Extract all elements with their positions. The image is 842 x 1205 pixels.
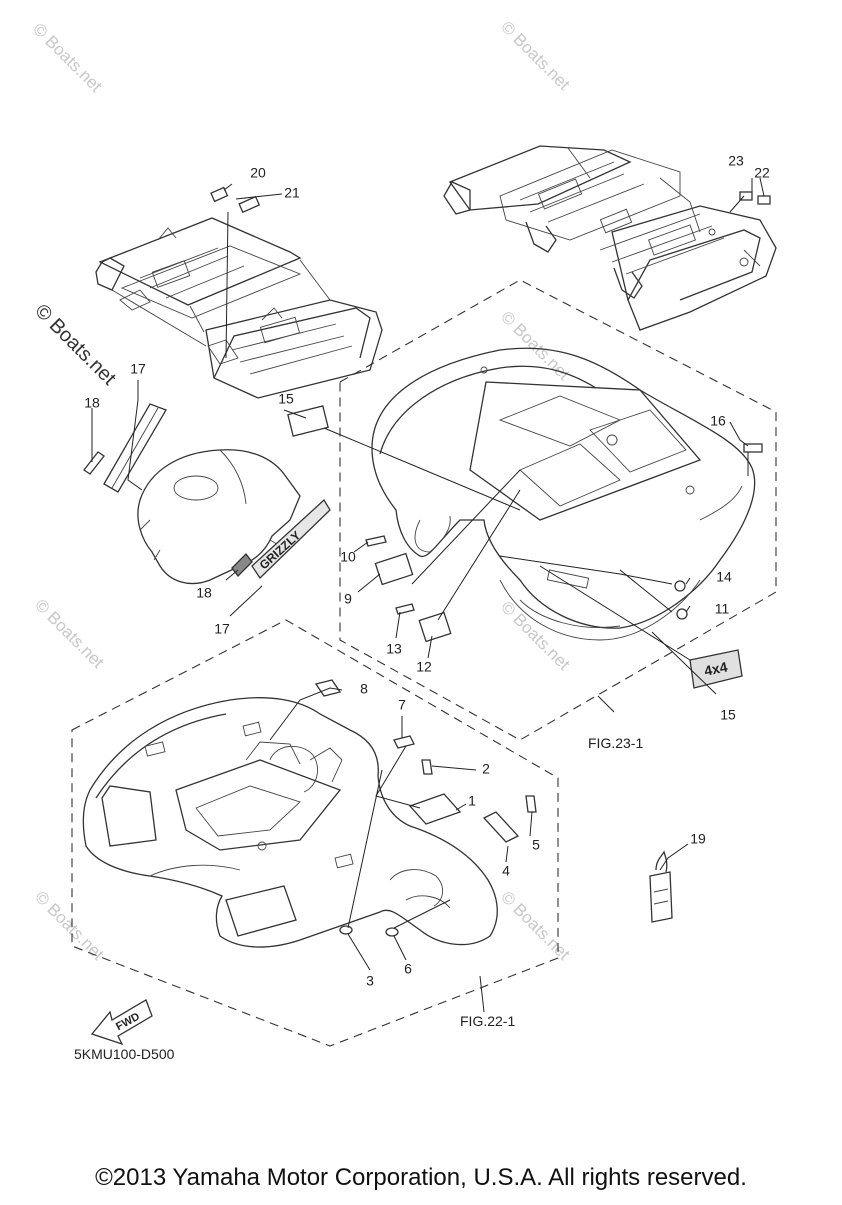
bolt-5 [525, 795, 537, 813]
callout-2: 2 [482, 761, 490, 777]
label-7 [393, 735, 415, 749]
part-16 [743, 443, 763, 453]
callouts: 1 2 3 4 5 6 7 8 9 10 11 12 13 14 15 15 1… [84, 153, 770, 989]
watermark: © Boats.net [497, 597, 574, 674]
callout-18-upper: 18 [84, 395, 100, 411]
part-22 [757, 195, 771, 205]
label-8 [314, 679, 342, 697]
tag-19 [649, 850, 673, 923]
fig-ref-22-1: FIG.22-1 [460, 1013, 515, 1029]
four-by-four-decal-text: 4x4 [703, 658, 729, 679]
label-1 [408, 793, 462, 825]
watermark: © Boats.net [31, 887, 108, 964]
plate-9 [374, 552, 414, 586]
callout-17-lower: 17 [214, 621, 230, 637]
part-20 [210, 186, 229, 203]
bolt-13 [395, 603, 415, 615]
watermark: © Boats.net [497, 17, 574, 94]
callout-8: 8 [360, 681, 368, 697]
part-23 [739, 191, 753, 201]
plate-4 [482, 811, 520, 843]
bolt-10 [365, 535, 387, 547]
grommet-11 [676, 608, 688, 620]
four-by-four-decal: 4x4 [689, 649, 743, 689]
callout-14: 14 [716, 569, 732, 585]
callout-5: 5 [532, 837, 540, 853]
part-21 [238, 195, 261, 214]
washer-6 [385, 927, 399, 937]
leader-lines [91, 177, 765, 1013]
front-carrier-rack [95, 217, 383, 399]
callout-22: 22 [754, 165, 770, 181]
copyright-notice: ©2013 Yamaha Motor Corporation, U.S.A. A… [95, 1164, 747, 1191]
watermark: © Boats.net [497, 887, 574, 964]
callout-1: 1 [468, 793, 476, 809]
callout-7: 7 [398, 697, 406, 713]
callout-17-upper: 17 [130, 361, 146, 377]
bolt-2 [421, 759, 433, 775]
side-stripe-decal [103, 403, 167, 493]
callout-23: 23 [728, 153, 744, 169]
rear-fender [371, 347, 756, 641]
watermark: © Boats.net [31, 595, 108, 672]
side-cover [137, 449, 301, 585]
washer-3 [339, 925, 353, 935]
front-fender [82, 697, 498, 948]
callout-20: 20 [250, 165, 266, 181]
grizzly-decal: GRIZZLY [251, 498, 331, 580]
watermark: © Boats.net [29, 19, 106, 96]
callout-13: 13 [386, 641, 402, 657]
side-emblem [83, 451, 105, 475]
rear-carrier-rack [443, 145, 777, 331]
callout-6: 6 [404, 961, 412, 977]
grommet-14 [674, 580, 686, 592]
callout-10: 10 [340, 549, 356, 565]
callout-3: 3 [366, 973, 374, 989]
callout-16: 16 [710, 413, 726, 429]
plate-12 [418, 611, 452, 643]
fwd-arrow: FWD [90, 999, 153, 1046]
callout-11: 11 [715, 601, 730, 617]
fig-ref-23-1: FIG.23-1 [588, 735, 643, 751]
callout-15-upper: 15 [278, 391, 294, 407]
rear-fender-group-outline [339, 279, 777, 741]
label-15-upper [287, 405, 329, 437]
diagram-code: 5KMU100-D500 [74, 1046, 175, 1062]
callout-9: 9 [344, 591, 352, 607]
front-fender-group-outline [71, 619, 559, 1047]
watermark-layer: © Boats.net © Boats.net © Boats.net © Bo… [29, 17, 574, 964]
callout-21: 21 [284, 185, 300, 201]
callout-12: 12 [416, 659, 432, 675]
callout-15-lower: 15 [720, 707, 736, 723]
callout-19: 19 [690, 831, 706, 847]
callout-4: 4 [502, 863, 510, 879]
watermark: © Boats.net [30, 300, 120, 390]
callout-18-lower: 18 [196, 585, 212, 601]
